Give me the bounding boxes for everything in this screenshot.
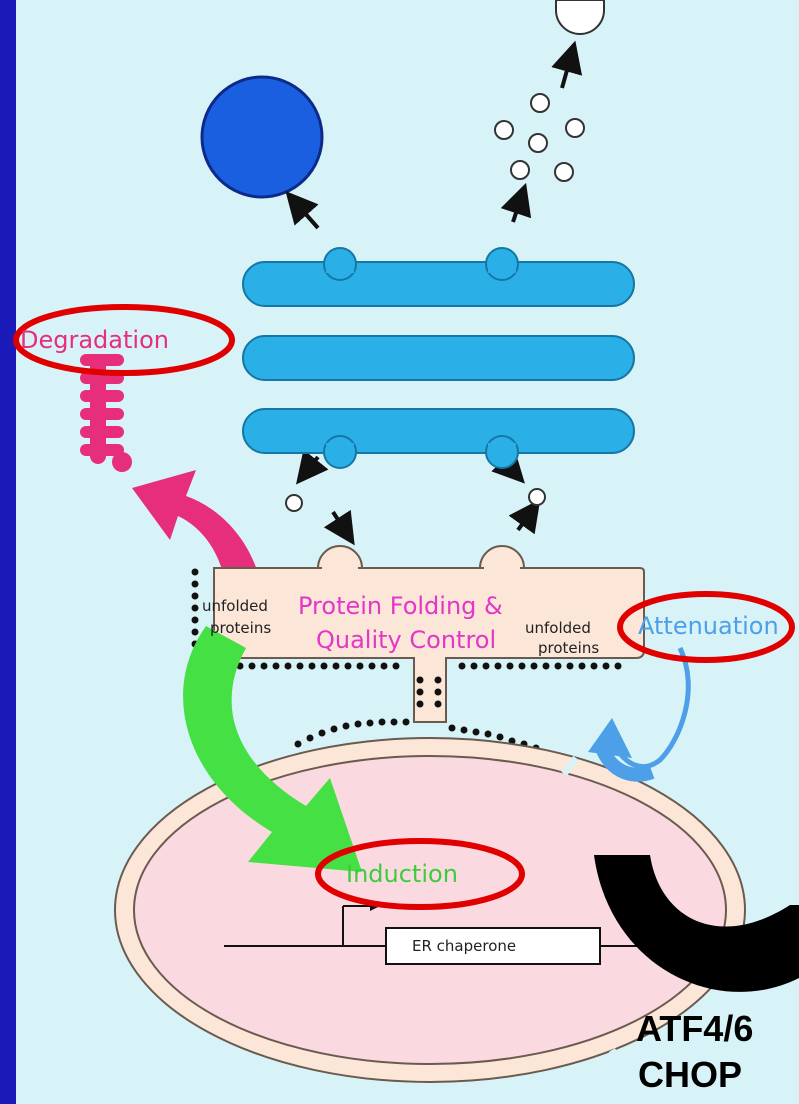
golgi-stack bbox=[243, 248, 634, 468]
er-chaperone-label: ER chaperone bbox=[412, 936, 516, 956]
vesicle-cluster bbox=[495, 94, 584, 181]
unfolded-proteins-right-line2: proteins bbox=[538, 638, 599, 658]
unfolded-proteins-left-line1: unfolded bbox=[202, 596, 268, 616]
vesicle-right bbox=[529, 489, 545, 505]
er-bud-fill-left bbox=[322, 566, 358, 572]
secretory-granule bbox=[202, 77, 322, 197]
attenuation-label: Attenuation bbox=[638, 612, 779, 640]
induction-label: Induction bbox=[346, 860, 458, 888]
protein-folding-label: Protein Folding & bbox=[298, 592, 503, 620]
chop-label: CHOP bbox=[638, 1054, 742, 1096]
unfolded-proteins-right-line1: unfolded bbox=[525, 618, 591, 638]
quality-control-label: Quality Control bbox=[316, 626, 496, 654]
top-vesicle bbox=[556, 0, 604, 34]
vesicle-left bbox=[286, 495, 302, 511]
er-bud-fill-right bbox=[484, 566, 520, 572]
atf-label: ATF4/6 bbox=[636, 1008, 753, 1050]
unfolded-proteins-left-line2: proteins bbox=[210, 618, 271, 638]
degradation-label: Degradation bbox=[20, 326, 169, 354]
